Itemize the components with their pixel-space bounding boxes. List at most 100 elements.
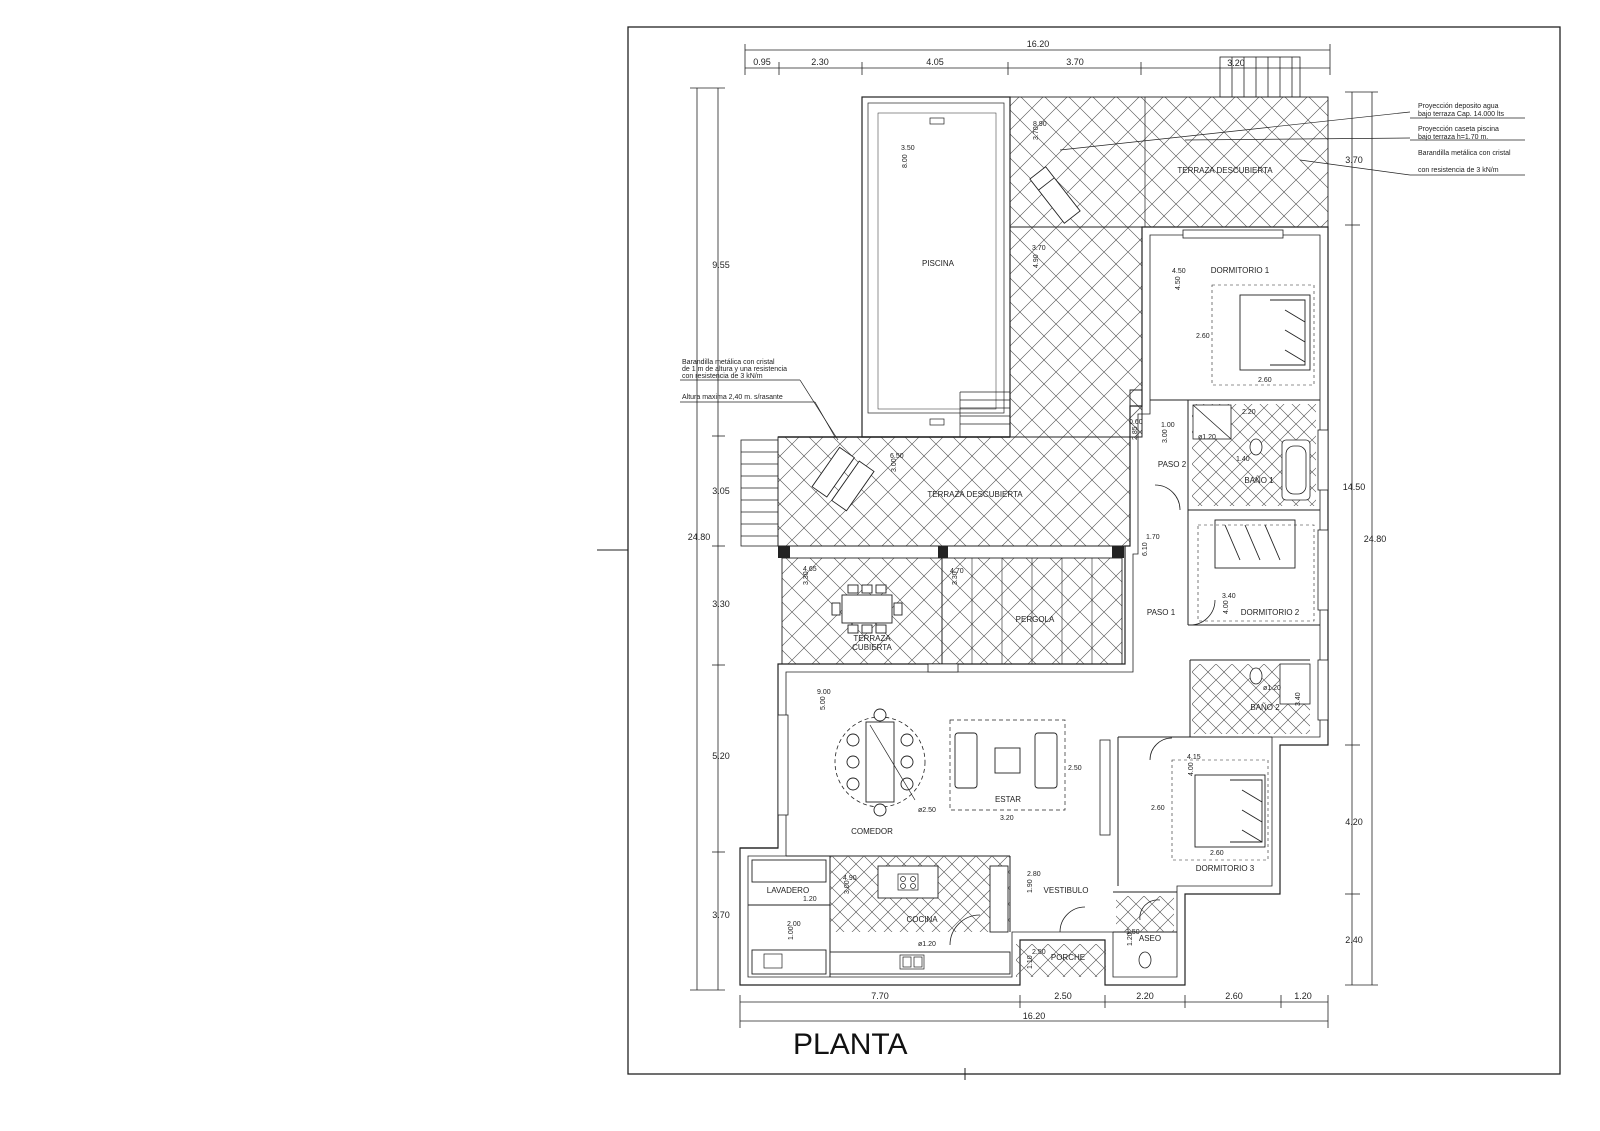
room-label-terraza-cubierta-1: TERRAZA bbox=[853, 634, 891, 643]
right-dimensions bbox=[1345, 91, 1378, 986]
note-barandilla-r2: con resistencia de 3 kN/m bbox=[1418, 167, 1499, 174]
dim-left-seg-5: 3.70 bbox=[712, 910, 730, 920]
svg-text:8.90: 8.90 bbox=[1033, 121, 1047, 128]
dim-right-seg-3: 4.20 bbox=[1345, 817, 1363, 827]
dim-top-seg-3: 4.05 bbox=[926, 57, 944, 67]
sheet-frame bbox=[597, 26, 1561, 1080]
svg-text:1.70: 1.70 bbox=[1146, 534, 1160, 541]
dim-left-seg-2: 3.05 bbox=[712, 486, 730, 496]
svg-text:0.60: 0.60 bbox=[1129, 419, 1143, 426]
svg-text:2.60: 2.60 bbox=[1151, 805, 1165, 812]
outdoor-dining-table-icon bbox=[831, 584, 903, 634]
svg-text:3.70: 3.70 bbox=[1033, 126, 1040, 140]
dim-top-seg-1: 0.95 bbox=[753, 57, 771, 67]
sofa-icon bbox=[954, 732, 1058, 789]
sunbed-top-icon bbox=[1029, 166, 1081, 224]
svg-text:4.70: 4.70 bbox=[950, 568, 964, 575]
note-altura: Altura maxima 2,40 m. s/rasante bbox=[682, 394, 783, 401]
svg-text:ø1.20: ø1.20 bbox=[1198, 434, 1216, 441]
dim-bottom-total: 16.20 bbox=[1023, 1011, 1046, 1021]
svg-text:2.85: 2.85 bbox=[1132, 426, 1139, 440]
svg-text:8.00: 8.00 bbox=[902, 154, 909, 168]
interior-partitions bbox=[748, 399, 1320, 977]
terrace-strip bbox=[1009, 226, 1143, 438]
dim-top-seg-5: 3.20 bbox=[1227, 58, 1245, 68]
svg-text:3.40: 3.40 bbox=[1295, 692, 1302, 706]
bed-dormitorio-2-icon bbox=[1214, 519, 1296, 569]
room-label-terraza-cubierta-2: CUBIERTA bbox=[852, 643, 892, 652]
room-label-estar: ESTAR bbox=[995, 795, 1021, 804]
svg-text:2.60: 2.60 bbox=[1196, 333, 1210, 340]
room-label-porche: PORCHE bbox=[1051, 953, 1085, 962]
svg-text:2.50: 2.50 bbox=[1032, 949, 1046, 956]
dim-bottom-seg-1: 7.70 bbox=[871, 991, 889, 1001]
note-barandilla-l2: de 1 m de altura y una resistencia bbox=[682, 366, 787, 373]
note-barandilla-l1: Barandilla metálica con cristal bbox=[682, 359, 775, 366]
svg-text:4.00: 4.00 bbox=[1188, 762, 1195, 776]
svg-text:ø2.50: ø2.50 bbox=[918, 807, 936, 814]
svg-text:2.80: 2.80 bbox=[1027, 871, 1041, 878]
sink-icon bbox=[763, 953, 925, 970]
svg-text:3.50: 3.50 bbox=[901, 145, 915, 152]
dim-left-total: 24.80 bbox=[688, 532, 711, 542]
svg-text:1.50: 1.50 bbox=[1126, 929, 1140, 936]
svg-text:ø1.20: ø1.20 bbox=[1263, 685, 1281, 692]
svg-text:3.30: 3.30 bbox=[803, 571, 810, 585]
dim-top-seg-2: 2.30 bbox=[811, 57, 829, 67]
svg-text:4.50: 4.50 bbox=[1175, 276, 1182, 290]
svg-text:3.40: 3.40 bbox=[1222, 593, 1236, 600]
kitchen-counters bbox=[751, 859, 1011, 975]
shower-icon bbox=[1192, 404, 1311, 705]
note-deposito-2: bajo terraza Cap. 14.000 lts bbox=[1418, 111, 1504, 118]
room-label-dormitorio-1: DORMITORIO 1 bbox=[1211, 266, 1270, 275]
room-label-pergola: PERGOLA bbox=[1016, 615, 1055, 624]
dim-bottom-seg-5: 1.20 bbox=[1294, 991, 1312, 1001]
dim-bottom-seg-2: 2.50 bbox=[1054, 991, 1072, 1001]
svg-text:5.00: 5.00 bbox=[820, 696, 827, 710]
windows bbox=[777, 229, 1329, 836]
room-label-piscina: PISCINA bbox=[922, 259, 955, 268]
living-area-rug bbox=[949, 719, 1066, 811]
dim-right-total: 24.80 bbox=[1364, 534, 1387, 544]
svg-text:3.00: 3.00 bbox=[891, 458, 898, 472]
svg-text:1.40: 1.40 bbox=[1236, 456, 1250, 463]
bottom-dimensions bbox=[739, 995, 1329, 1028]
dim-left-seg-3: 3.30 bbox=[712, 599, 730, 609]
note-deposito-1: Proyección deposito agua bbox=[1418, 103, 1499, 110]
dim-bottom-seg-4: 2.60 bbox=[1225, 991, 1243, 1001]
drawing-title: PLANTA bbox=[793, 1028, 907, 1061]
svg-text:1.20: 1.20 bbox=[803, 896, 817, 903]
left-dimensions bbox=[690, 87, 725, 991]
dim-right-seg-2: 14.50 bbox=[1343, 482, 1366, 492]
room-dimension-callouts: 3.50 8.00 8.90 3.70 3.70 4.90 6.50 3.00 … bbox=[787, 121, 1302, 969]
room-label-paso-2: PASO 2 bbox=[1158, 460, 1187, 469]
svg-text:6.50: 6.50 bbox=[890, 453, 904, 460]
svg-text:4.50: 4.50 bbox=[1172, 268, 1186, 275]
svg-text:2.60: 2.60 bbox=[1258, 377, 1272, 384]
room-label-dormitorio-2: DORMITORIO 2 bbox=[1241, 608, 1300, 617]
room-label-dormitorio-3: DORMITORIO 3 bbox=[1196, 864, 1255, 873]
note-barandilla-r1: Barandilla metálica con cristal bbox=[1418, 150, 1511, 157]
svg-text:3.20: 3.20 bbox=[1000, 815, 1014, 822]
svg-text:3.30: 3.30 bbox=[952, 571, 959, 585]
note-caseta-1: Proyección caseta piscina bbox=[1418, 126, 1499, 133]
dining-table-icon bbox=[846, 708, 914, 817]
svg-text:2.60: 2.60 bbox=[1210, 850, 1224, 857]
room-label-comedor: COMEDOR bbox=[851, 827, 893, 836]
dim-top-total: 16.20 bbox=[1027, 39, 1050, 49]
svg-text:4.90: 4.90 bbox=[1033, 254, 1040, 268]
house-walls bbox=[739, 226, 1329, 986]
bed-dormitorio-3-icon bbox=[1194, 774, 1266, 848]
svg-text:3.00: 3.00 bbox=[1162, 429, 1169, 443]
svg-text:3.00: 3.00 bbox=[844, 880, 851, 894]
room-label-bano-1: BAÑO 1 bbox=[1244, 476, 1274, 485]
note-leaders bbox=[680, 111, 1525, 441]
pool-skimmer-icon bbox=[929, 418, 945, 426]
svg-text:4.00: 4.00 bbox=[1223, 600, 1230, 614]
svg-text:2.20: 2.20 bbox=[1242, 409, 1256, 416]
aseo-floor bbox=[1116, 896, 1174, 932]
dim-right-seg-4: 2.40 bbox=[1345, 935, 1363, 945]
svg-text:4.65: 4.65 bbox=[803, 566, 817, 573]
toilet-icon bbox=[1138, 438, 1263, 969]
